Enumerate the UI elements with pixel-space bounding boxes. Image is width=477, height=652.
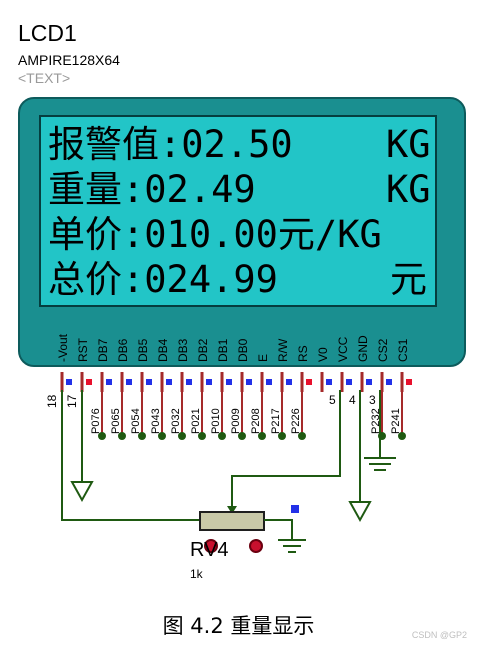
pin-label-rs: RS (296, 345, 310, 362)
wire-v0[interactable] (231, 390, 341, 512)
net-junction-icon (258, 432, 266, 440)
pin-label-v0: V0 (316, 347, 330, 362)
net-label: P076 (90, 408, 102, 434)
pin-label-db3: DB3 (176, 338, 190, 362)
pin-label-vcc: VCC (336, 336, 350, 362)
pin-label-e: E (256, 354, 270, 362)
pin-state-marker (366, 379, 372, 385)
wire-pot-ground (264, 519, 293, 540)
lcd-line-alarm: 报警值:02.50 (48, 123, 293, 166)
pot-ref-label: RV4 (190, 539, 229, 561)
pin-number-v0: 5 (329, 393, 336, 407)
pin-label-rw: R/W (276, 338, 290, 362)
net-label: P241 (390, 408, 402, 434)
lcd-line-unit-price: 单价:010.00元/KG (48, 213, 382, 256)
pin-number-vcc: 4 (349, 393, 356, 407)
net-label: P054 (130, 408, 142, 434)
pin-state-marker (286, 379, 292, 385)
net-label: P208 (250, 408, 262, 434)
net-junction-icon (98, 432, 106, 440)
pin-label-db7: DB7 (96, 338, 110, 362)
net-label: P010 (210, 408, 222, 434)
pin-label-db6: DB6 (116, 338, 130, 362)
pin-state-marker (306, 379, 312, 385)
pin-state-marker (146, 379, 152, 385)
rst-arrow-icon (70, 481, 94, 503)
pin-number-vout: 18 (45, 394, 59, 408)
pin-state-marker (246, 379, 252, 385)
pin-label-rst: RST (76, 337, 90, 362)
pin-state-marker (346, 379, 352, 385)
net-junction-icon (178, 432, 186, 440)
pin-state-marker (266, 379, 272, 385)
figure-caption: 图 4.2 重量显示 (162, 614, 315, 638)
pin-state-marker (386, 379, 392, 385)
net-junction-icon (198, 432, 206, 440)
net-label: P043 (150, 408, 162, 434)
pin-number-gnd: 3 (369, 393, 376, 407)
pin-label-db4: DB4 (156, 338, 170, 362)
net-junction-icon (158, 432, 166, 440)
pin-number-rst: 17 (65, 394, 79, 408)
pin-state-marker (186, 379, 192, 385)
pin-label-cs1: CS1 (396, 338, 410, 362)
pin-label-gnd: GND (356, 335, 370, 362)
pin-stubs (60, 372, 412, 392)
pin-label-db1: DB1 (216, 338, 230, 362)
pin-label-cs2: CS2 (376, 338, 390, 362)
lcd-screen (39, 115, 437, 307)
watermark: CSDN @GP2 (411, 630, 467, 640)
lcd-line-weight-unit: KG (386, 168, 431, 211)
pot-value-label: 1k (190, 567, 204, 581)
lcd-line-total-price: 总价:024.99 (48, 258, 278, 301)
net-label: P009 (230, 408, 242, 434)
wire-vout[interactable] (61, 390, 200, 521)
pot-terminal-left-icon[interactable] (204, 539, 218, 553)
net-label: P021 (190, 408, 202, 434)
net-junction-icon (398, 432, 406, 440)
wiper-arrow-icon (227, 506, 237, 514)
pin-state-marker (126, 379, 132, 385)
pin-state-marker (206, 379, 212, 385)
pin-label-db2: DB2 (196, 338, 210, 362)
net-junction-icon (298, 432, 306, 440)
pin-state-marker (326, 379, 332, 385)
pin-state-marker (106, 379, 112, 385)
net-junction-icon (278, 432, 286, 440)
pin-label-db0: DB0 (236, 338, 250, 362)
net-junction-icon (218, 432, 226, 440)
net-label: P065 (110, 408, 122, 434)
pin-state-marker (166, 379, 172, 385)
net-junction-icon (138, 432, 146, 440)
pin-state-marker (406, 379, 412, 385)
net-junction-icon (118, 432, 126, 440)
lcd-line-weight: 重量:02.49 (48, 168, 256, 211)
pin-state-marker (226, 379, 232, 385)
net-labels: P076 P065 P054 P043 P032 P021 P010 P009 P208 P217… (90, 392, 406, 440)
lcd-line-alarm-unit: KG (386, 123, 431, 166)
net-label: P226 (290, 408, 302, 434)
net-label: P032 (170, 408, 182, 434)
pin-label-db5: DB5 (136, 338, 150, 362)
pot-marker-blue (291, 505, 299, 513)
component-model: AMPIRE128X64 (18, 52, 120, 68)
net-label: P217 (270, 408, 282, 434)
vcc-arrow-icon (348, 501, 372, 523)
pin-label-vout: -Vout (56, 333, 70, 362)
pot-terminal-right-icon[interactable] (249, 539, 263, 553)
lcd-line-total-price-unit: 元 (390, 258, 427, 301)
component-text-placeholder: <TEXT> (18, 70, 71, 86)
component-ref: LCD1 (18, 20, 77, 46)
net-junction-icon (238, 432, 246, 440)
pin-state-marker (66, 379, 72, 385)
pin-state-marker (86, 379, 92, 385)
potentiometer-body[interactable] (199, 511, 265, 531)
